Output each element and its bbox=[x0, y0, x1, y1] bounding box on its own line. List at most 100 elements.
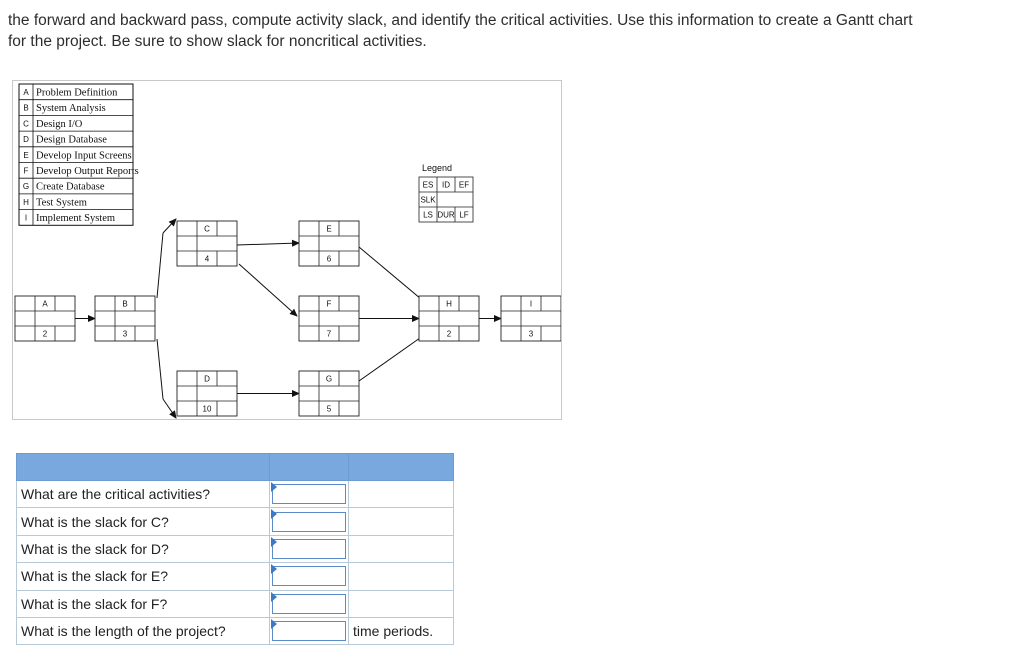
node-duration: 10 bbox=[203, 405, 212, 414]
qa-suffix bbox=[348, 507, 454, 536]
qa-header-row bbox=[16, 453, 454, 481]
node-id: F bbox=[327, 300, 332, 309]
qa-table: What are the critical activities? What i… bbox=[16, 453, 454, 645]
activity-code: H bbox=[23, 198, 29, 207]
node-e: E6 bbox=[298, 220, 360, 267]
project-length-input[interactable] bbox=[272, 621, 346, 642]
qa-answer-cell bbox=[269, 534, 349, 564]
node-id: G bbox=[326, 375, 332, 384]
activity-code: I bbox=[25, 214, 27, 223]
activity-code: E bbox=[23, 151, 28, 160]
legend-label: ID bbox=[442, 181, 450, 190]
node-h: H2 bbox=[418, 295, 480, 342]
qa-suffix: time periods. bbox=[348, 616, 454, 645]
qa-answer-cell bbox=[269, 616, 349, 645]
slack-e-input[interactable] bbox=[272, 566, 346, 587]
node-id: C bbox=[204, 225, 210, 234]
node-i: I3 bbox=[500, 295, 561, 342]
activity-name: Develop Input Screens bbox=[36, 150, 132, 161]
node-b: B3 bbox=[94, 295, 156, 342]
edge-b-c-tip bbox=[162, 218, 177, 234]
qa-header-cell bbox=[269, 453, 349, 481]
activity-code: A bbox=[23, 88, 29, 97]
qa-header-cell bbox=[16, 453, 270, 481]
node-id: I bbox=[530, 300, 532, 309]
node-d: D10 bbox=[176, 370, 238, 417]
edge-c-e bbox=[236, 239, 300, 247]
node-frame bbox=[418, 295, 480, 342]
legend-label: ES bbox=[423, 181, 434, 190]
activity-code: C bbox=[23, 119, 29, 128]
node-frame bbox=[14, 295, 76, 342]
edge-b-d-tip bbox=[162, 398, 177, 419]
node-duration: 6 bbox=[327, 255, 332, 264]
node-duration: 4 bbox=[205, 255, 210, 264]
activity-code: F bbox=[24, 167, 29, 176]
qa-suffix bbox=[348, 479, 454, 509]
node-frame bbox=[176, 220, 238, 267]
activity-table-frame bbox=[18, 83, 134, 226]
legend-label: DUR bbox=[437, 211, 455, 220]
slack-c-input[interactable] bbox=[272, 511, 346, 532]
critical-activities-input[interactable] bbox=[272, 484, 346, 505]
question-line-1: the forward and backward pass, compute a… bbox=[8, 12, 913, 29]
node-duration: 2 bbox=[447, 330, 452, 339]
legend-title: Legend bbox=[422, 163, 452, 173]
qa-question: What is the length of the project? bbox=[16, 616, 270, 645]
qa-row: What is the slack for D? bbox=[16, 534, 454, 564]
qa-answer-cell bbox=[269, 589, 349, 618]
qa-row: What is the slack for C? bbox=[16, 507, 454, 536]
node-frame bbox=[500, 295, 561, 342]
activity-name: Problem Definition bbox=[36, 88, 118, 99]
node-id: A bbox=[42, 300, 48, 309]
node-frame bbox=[298, 370, 360, 417]
activity-code: G bbox=[23, 182, 29, 191]
node-a: A2 bbox=[14, 295, 76, 342]
slack-d-input[interactable] bbox=[272, 538, 346, 559]
activity-code: D bbox=[23, 135, 29, 144]
edge-g-h bbox=[358, 332, 428, 382]
node-frame bbox=[298, 220, 360, 267]
edge-e-h bbox=[358, 246, 428, 305]
node-g: G5 bbox=[298, 370, 360, 417]
legend-label: LF bbox=[459, 211, 468, 220]
node-c: C4 bbox=[176, 220, 238, 267]
node-id: B bbox=[122, 300, 127, 309]
qa-row: What is the length of the project? time … bbox=[16, 616, 454, 645]
node-duration: 3 bbox=[529, 330, 534, 339]
legend-box bbox=[418, 176, 474, 223]
qa-row: What are the critical activities? bbox=[16, 479, 454, 509]
node-id: H bbox=[446, 300, 452, 309]
activity-name: Test System bbox=[36, 197, 87, 208]
qa-question: What is the slack for F? bbox=[16, 589, 270, 618]
activity-name: System Analysis bbox=[36, 103, 106, 114]
qa-answer-cell bbox=[269, 479, 349, 509]
node-duration: 3 bbox=[123, 330, 128, 339]
qa-question: What is the slack for D? bbox=[16, 534, 270, 564]
node-frame bbox=[298, 295, 360, 342]
edge-c-f bbox=[238, 263, 298, 317]
qa-suffix bbox=[348, 589, 454, 618]
edge-b-c bbox=[156, 232, 164, 299]
node-duration: 2 bbox=[43, 330, 48, 339]
network-edges bbox=[75, 218, 502, 419]
edge-b-d bbox=[156, 338, 164, 400]
activity-code: B bbox=[23, 104, 28, 113]
slack-f-input[interactable] bbox=[272, 593, 346, 614]
qa-suffix bbox=[348, 534, 454, 564]
activity-name: Design Database bbox=[36, 135, 107, 146]
qa-row: What is the slack for F? bbox=[16, 589, 454, 618]
question-text: the forward and backward pass, compute a… bbox=[8, 10, 1024, 52]
node-frame bbox=[176, 370, 238, 417]
question-line-2: for the project. Be sure to show slack f… bbox=[8, 33, 427, 50]
legend-label: EF bbox=[459, 181, 469, 190]
node-frame bbox=[94, 295, 156, 342]
legend-label: LS bbox=[423, 211, 433, 220]
qa-question: What is the slack for E? bbox=[16, 562, 270, 591]
node-id: E bbox=[326, 225, 331, 234]
